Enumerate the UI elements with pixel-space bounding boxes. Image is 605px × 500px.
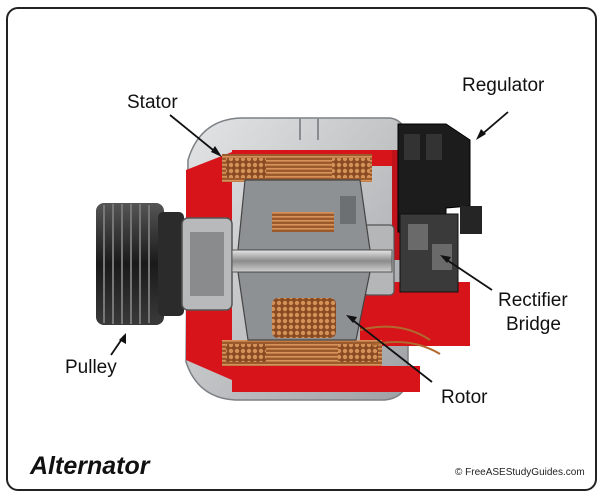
rectifier-label-line2: Bridge <box>506 314 561 335</box>
stator-arrow <box>169 114 219 155</box>
diagram-title: Alternator <box>30 452 150 480</box>
rectifier-arrow <box>443 257 493 291</box>
regulator-arrow <box>479 111 509 137</box>
rotor-label: Rotor <box>441 387 488 408</box>
rectifier-part <box>359 213 459 355</box>
regulator-label: Regulator <box>462 75 545 96</box>
rotor-arrow <box>349 317 433 383</box>
rotor-part <box>231 179 393 341</box>
pulley-label: Pulley <box>65 357 117 378</box>
credit-text: © FreeASEStudyGuides.com <box>455 467 585 478</box>
stator-label: Stator <box>127 92 178 113</box>
pulley-part <box>96 203 184 325</box>
stator-part <box>222 154 382 366</box>
rectifier-label-line1: Rectifier <box>498 290 568 311</box>
